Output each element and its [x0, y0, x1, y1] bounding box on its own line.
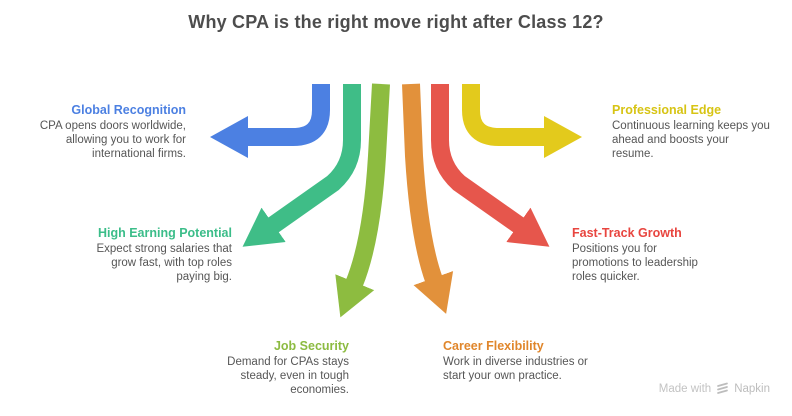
benefit-text-line: Demand for CPAs stays	[227, 356, 349, 368]
benefit-heading: Career Flexibility	[443, 339, 544, 353]
benefit-fast-track-growth: Fast-Track Growth Positions you for prom…	[572, 226, 722, 284]
benefit-job-security: Job Security Demand for CPAs stays stead…	[219, 339, 349, 397]
benefit-text-line: economies.	[290, 384, 349, 396]
watermark: Made with Napkin	[659, 382, 770, 395]
arrow-high-earning-potential	[242, 84, 361, 247]
benefit-text-line: paying big.	[176, 271, 232, 283]
benefit-text-line: steady, even in tough	[240, 370, 349, 382]
benefit-heading: Professional Edge	[612, 103, 722, 117]
arrow-fast-track-growth	[431, 84, 550, 247]
benefit-professional-edge: Professional Edge Continuous learning ke…	[612, 103, 787, 161]
benefit-text-line: international firms.	[92, 148, 186, 160]
benefit-text-line: Positions you for	[572, 243, 658, 255]
benefit-text-line: ahead and boosts your	[612, 134, 730, 146]
benefit-high-earning-potential: High Earning Potential Expect strong sal…	[82, 226, 232, 284]
arrow-professional-edge	[462, 84, 582, 158]
benefit-text-line: Work in diverse industries or	[443, 356, 588, 368]
benefit-global-recognition: Global Recognition CPA opens doors world…	[30, 103, 186, 161]
arrow-career-flexibility	[402, 83, 454, 314]
benefit-text-line: allowing you to work for	[65, 134, 186, 146]
watermark-prefix: Made with	[658, 382, 712, 395]
benefit-text-line: grow fast, with top roles	[111, 257, 232, 269]
benefit-heading: Global Recognition	[71, 103, 186, 117]
benefit-heading: Fast-Track Growth	[572, 226, 682, 240]
napkin-logo-icon	[717, 382, 729, 394]
benefit-text-line: Expect strong salaries that	[96, 243, 232, 255]
benefit-heading: Job Security	[273, 339, 349, 353]
benefit-text-line: resume.	[612, 148, 654, 160]
benefit-text-line: CPA opens doors worldwide,	[39, 120, 186, 132]
benefit-career-flexibility: Career Flexibility Work in diverse indus…	[443, 339, 623, 383]
arrow-job-security	[335, 83, 390, 318]
arrow-global-recognition	[210, 84, 330, 158]
benefit-text-line: roles quicker.	[572, 271, 640, 283]
benefit-text-line: Continuous learning keeps you	[612, 120, 770, 132]
benefit-text-line: promotions to leadership	[572, 257, 698, 269]
benefit-text-line: start your own practice.	[443, 370, 562, 382]
page-title: Why CPA is the right move right after Cl…	[188, 12, 604, 32]
watermark-brand: Napkin	[734, 382, 770, 395]
benefit-heading: High Earning Potential	[97, 226, 232, 240]
